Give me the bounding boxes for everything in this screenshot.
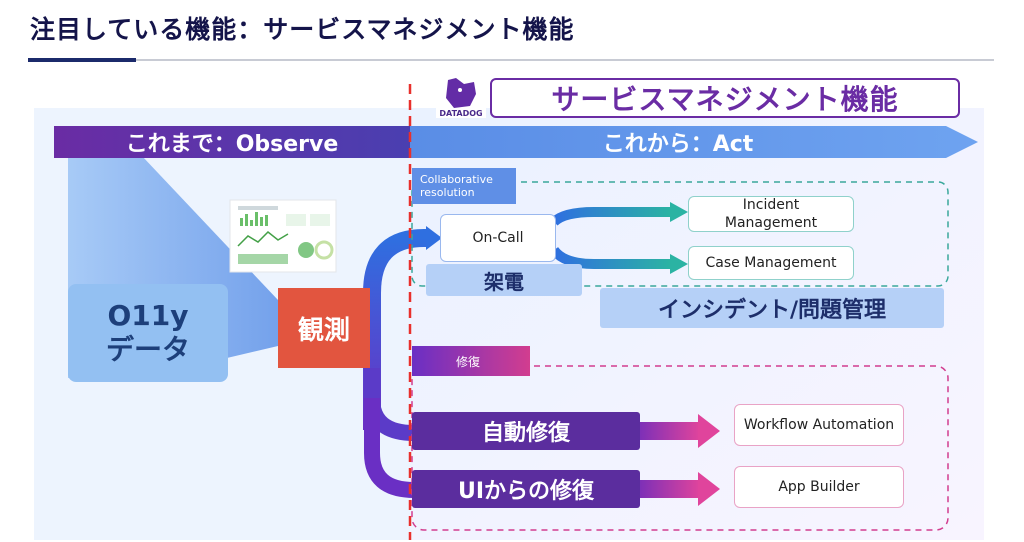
datadog-logo — [436, 78, 486, 118]
arrowhead-case — [670, 254, 688, 274]
flow-arrowhead-oncall — [426, 226, 442, 250]
oncall-box: On-Call — [440, 214, 556, 262]
case-management-box: Case Management — [688, 246, 854, 280]
o11y-label: O11y — [107, 299, 189, 332]
ui-remediation-label: UIからの修復 — [412, 470, 640, 508]
auto-remediation-label: 自動修復 — [412, 412, 640, 450]
arrow-to-case — [549, 246, 670, 269]
app-builder-box: App Builder — [734, 466, 904, 508]
observe-jp-box: 観測 — [278, 288, 370, 368]
arrow-to-incident — [550, 207, 670, 226]
arrowhead-app — [698, 472, 720, 506]
flow-branch-oncall — [363, 229, 426, 430]
o11y-data-box: O11y データ — [68, 284, 228, 382]
title-divider — [28, 59, 994, 61]
diagram-slide: サービスマネジメント機能 DATADOG これまで：Observe これから：A… — [34, 78, 984, 540]
dashboard-thumbnail — [229, 199, 337, 273]
act-arrow — [410, 126, 978, 158]
workflow-automation-box: Workflow Automation — [734, 404, 904, 446]
incident-line1: Incident — [742, 197, 800, 213]
arrowhead-workflow — [698, 414, 720, 448]
banner-title: サービスマネジメント機能 — [551, 83, 899, 116]
page-title: 注目している機能：サービスマネジメント機能 — [30, 15, 575, 44]
incident-problem-label: インシデント/問題管理 — [600, 288, 944, 328]
title-divider-accent — [28, 58, 136, 62]
oncall-jp-label: 架電 — [426, 264, 582, 296]
arrow-to-workflow — [638, 422, 700, 440]
collab-tag: Collaborative resolution — [412, 168, 516, 204]
arrowhead-incident — [670, 202, 688, 222]
incident-management-box: Incident Management — [688, 196, 854, 232]
datadog-logo-text: DATADOG — [439, 108, 483, 118]
service-management-banner: サービスマネジメント機能 — [490, 78, 960, 118]
arrow-to-app — [638, 480, 700, 498]
observe-label: これまで：Observe — [125, 132, 339, 157]
observe-bar — [54, 126, 410, 158]
collab-region — [411, 181, 949, 287]
remediation-tag: 修復 — [412, 346, 530, 376]
incident-line2: Management — [724, 215, 818, 231]
data-label: データ — [105, 333, 190, 366]
act-label: これから：Act — [602, 132, 754, 157]
